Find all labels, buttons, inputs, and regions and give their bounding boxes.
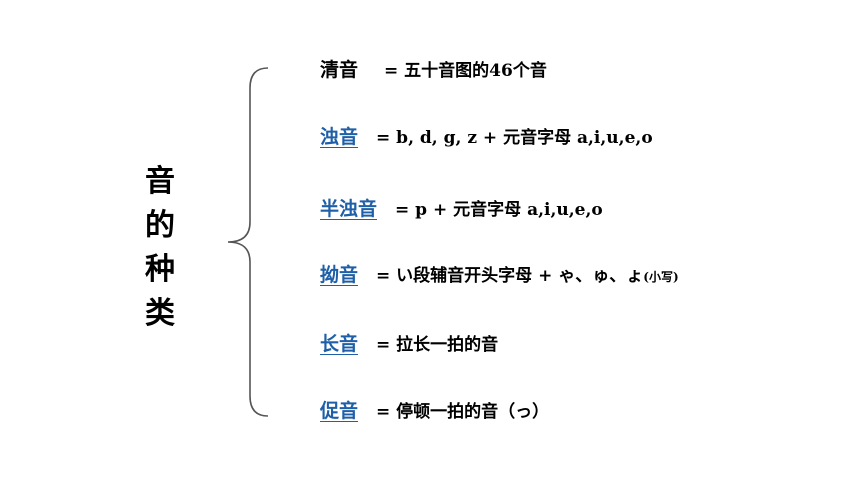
row-youon: 拗音 = い段辅音开头字母 + ゃ、ゅ、ょ(小写)	[320, 257, 679, 289]
desc-youon-note: (小写)	[643, 269, 679, 284]
link-handakuon[interactable]: 半浊音	[320, 197, 378, 220]
link-youon[interactable]: 拗音	[320, 263, 359, 286]
desc-sokuon: = 停顿一拍的音（っ）	[376, 401, 550, 422]
curly-brace-icon	[227, 67, 269, 417]
row-handakuon: 半浊音 = p + 元音字母 a,i,u,e,o	[320, 191, 603, 223]
desc-youon: = い段辅音开头字母 + ゃ、ゅ、ょ(小写)	[376, 265, 679, 286]
desc-handakuon: = p + 元音字母 a,i,u,e,o	[395, 199, 603, 220]
title-char: 类	[145, 296, 175, 331]
row-chouon: 长音 = 拉长一拍的音	[320, 326, 498, 358]
link-dakuon[interactable]: 浊音	[320, 125, 359, 148]
row-seion: 清音 = 五十音图的46个音	[320, 52, 547, 84]
desc-dakuon: = b, d, g, z + 元音字母 a,i,u,e,o	[376, 127, 653, 148]
desc-chouon: = 拉长一拍的音	[376, 334, 499, 355]
row-dakuon: 浊音 = b, d, g, z + 元音字母 a,i,u,e,o	[320, 119, 653, 151]
title-char: 音	[145, 164, 175, 199]
row-sokuon: 促音 = 停顿一拍的音（っ）	[320, 393, 549, 425]
category-title: 音 的 种 类	[140, 160, 180, 336]
title-char: 种	[145, 252, 175, 287]
link-chouon[interactable]: 长音	[320, 332, 359, 355]
title-char: 的	[145, 208, 175, 243]
link-sokuon[interactable]: 促音	[320, 399, 359, 422]
desc-seion: = 五十音图的46个音	[384, 60, 547, 81]
term-seion: 清音	[320, 58, 359, 81]
